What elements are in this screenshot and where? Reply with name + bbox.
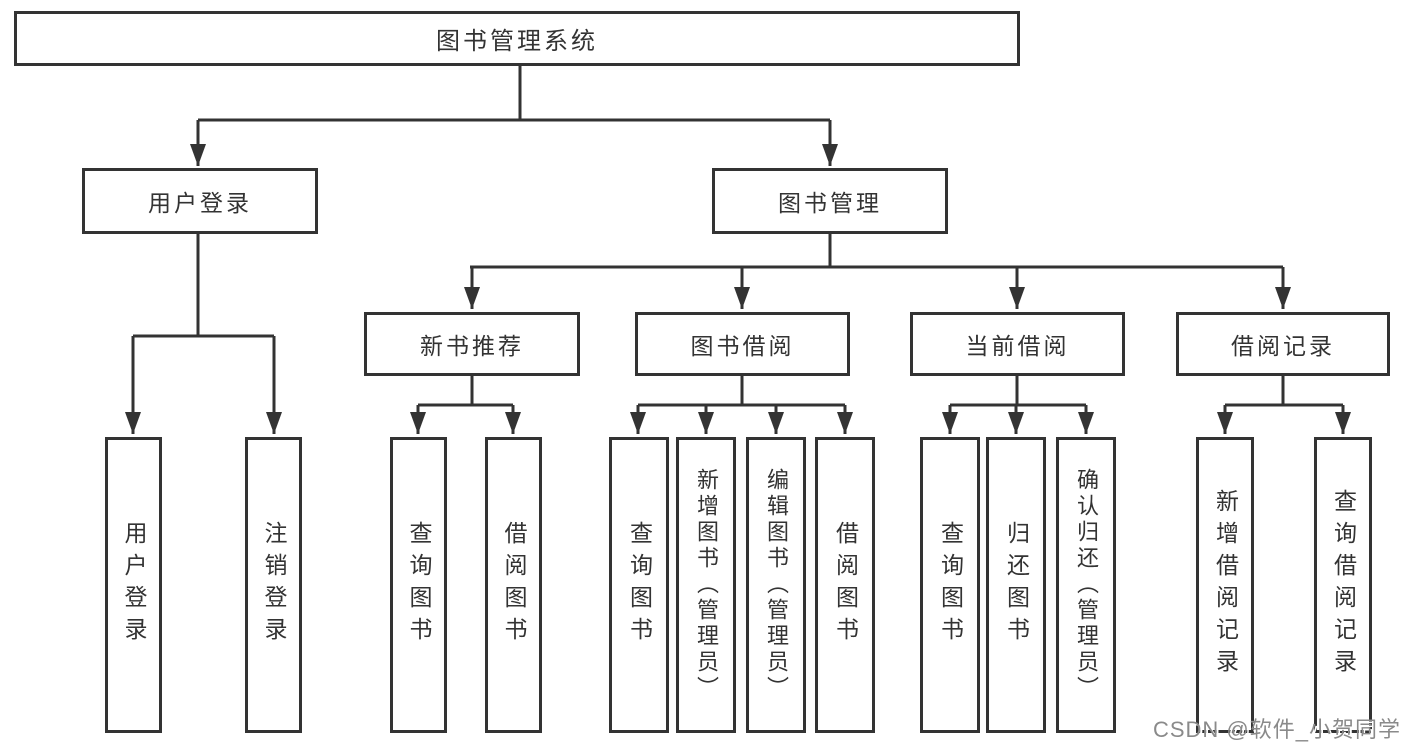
node-label: 新增图书（管理员） (694, 468, 719, 702)
leaf-borrow-query-book: 查询图书 (609, 437, 669, 733)
leaf-borrow-edit-book-admin: 编辑图书（管理员） (746, 437, 806, 733)
node-label: 查询图书 (406, 521, 432, 649)
node-label: 查询图书 (626, 521, 653, 649)
node-borrowing-records: 借阅记录 (1176, 312, 1390, 376)
node-label: 借阅图书 (832, 521, 859, 649)
leaf-user-login: 用户登录 (105, 437, 162, 733)
node-label: 查询借阅记录 (1330, 489, 1357, 681)
leaf-current-return-book: 归还图书 (986, 437, 1046, 733)
node-label: 图书管理系统 (436, 28, 598, 55)
node-label: 编辑图书（管理员） (764, 468, 789, 702)
leaf-logout-login: 注销登录 (245, 437, 302, 733)
node-label: 用户登录 (121, 521, 147, 649)
node-label: 新书推荐 (420, 333, 524, 359)
node-current-borrowing: 当前借阅 (910, 312, 1125, 376)
leaf-records-query-record: 查询借阅记录 (1314, 437, 1372, 733)
node-label: 查询图书 (937, 521, 964, 649)
leaf-borrow-borrow-book: 借阅图书 (815, 437, 875, 733)
node-label: 归还图书 (1003, 521, 1030, 649)
node-label: 注销登录 (261, 521, 287, 649)
leaf-current-query-book: 查询图书 (920, 437, 980, 733)
leaf-current-confirm-return-admin: 确认归还（管理员） (1056, 437, 1116, 733)
csdn-watermark: CSDN @软件_小贺同学 (1152, 717, 1401, 742)
node-label: 当前借阅 (965, 333, 1070, 359)
node-label: 用户登录 (148, 190, 252, 216)
node-label: 图书管理 (778, 190, 882, 216)
node-label: 确认归还（管理员） (1074, 468, 1099, 702)
node-label: 新增借阅记录 (1212, 489, 1239, 681)
node-label: 借阅记录 (1231, 333, 1335, 359)
node-label: 图书借阅 (690, 333, 795, 359)
node-system-root: 图书管理系统 (14, 11, 1020, 66)
leaf-borrow-add-book-admin: 新增图书（管理员） (676, 437, 736, 733)
node-label: 借阅图书 (501, 521, 527, 649)
leaf-recommend-borrow-book: 借阅图书 (485, 437, 542, 733)
leaf-recommend-query-book: 查询图书 (390, 437, 447, 733)
node-book-borrowing: 图书借阅 (635, 312, 850, 376)
leaf-records-add-record: 新增借阅记录 (1196, 437, 1254, 733)
node-new-book-recommendation: 新书推荐 (364, 312, 580, 376)
node-user-login: 用户登录 (82, 168, 318, 234)
node-book-management: 图书管理 (712, 168, 948, 234)
